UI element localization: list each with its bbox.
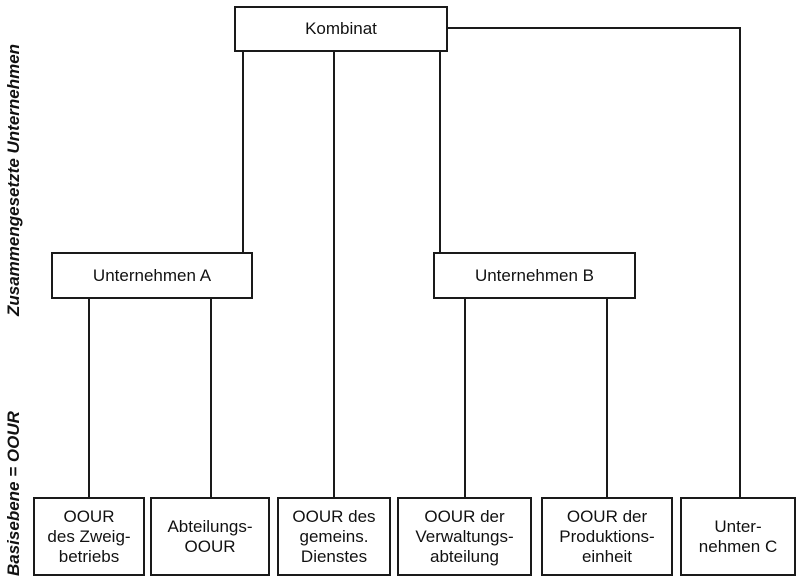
node-abteilungs-oour: Abteilungs- OOUR (150, 497, 270, 576)
node-kombinat: Kombinat (234, 6, 448, 52)
side-label-base: Basisebene = OOUR (4, 411, 23, 576)
node-unternehmen-b: Unternehmen B (433, 252, 636, 299)
node-unternehmen-c: Unter- nehmen C (680, 497, 796, 576)
edge-kombinat-unternehmen-c (448, 27, 741, 497)
node-oour-produktion: OOUR der Produktions- einheit (541, 497, 673, 576)
node-oour-dienstes: OOUR des gemeins. Dienstes (277, 497, 391, 576)
node-oour-verwaltung: OOUR der Verwaltungs- abteilung (397, 497, 532, 576)
node-unternehmen-a: Unternehmen A (51, 252, 253, 299)
node-oour-zweigbetrieb: OOUR des Zweig- betriebs (33, 497, 145, 576)
side-label-composite: Zusammengesetzte Unternehmen (4, 43, 23, 316)
